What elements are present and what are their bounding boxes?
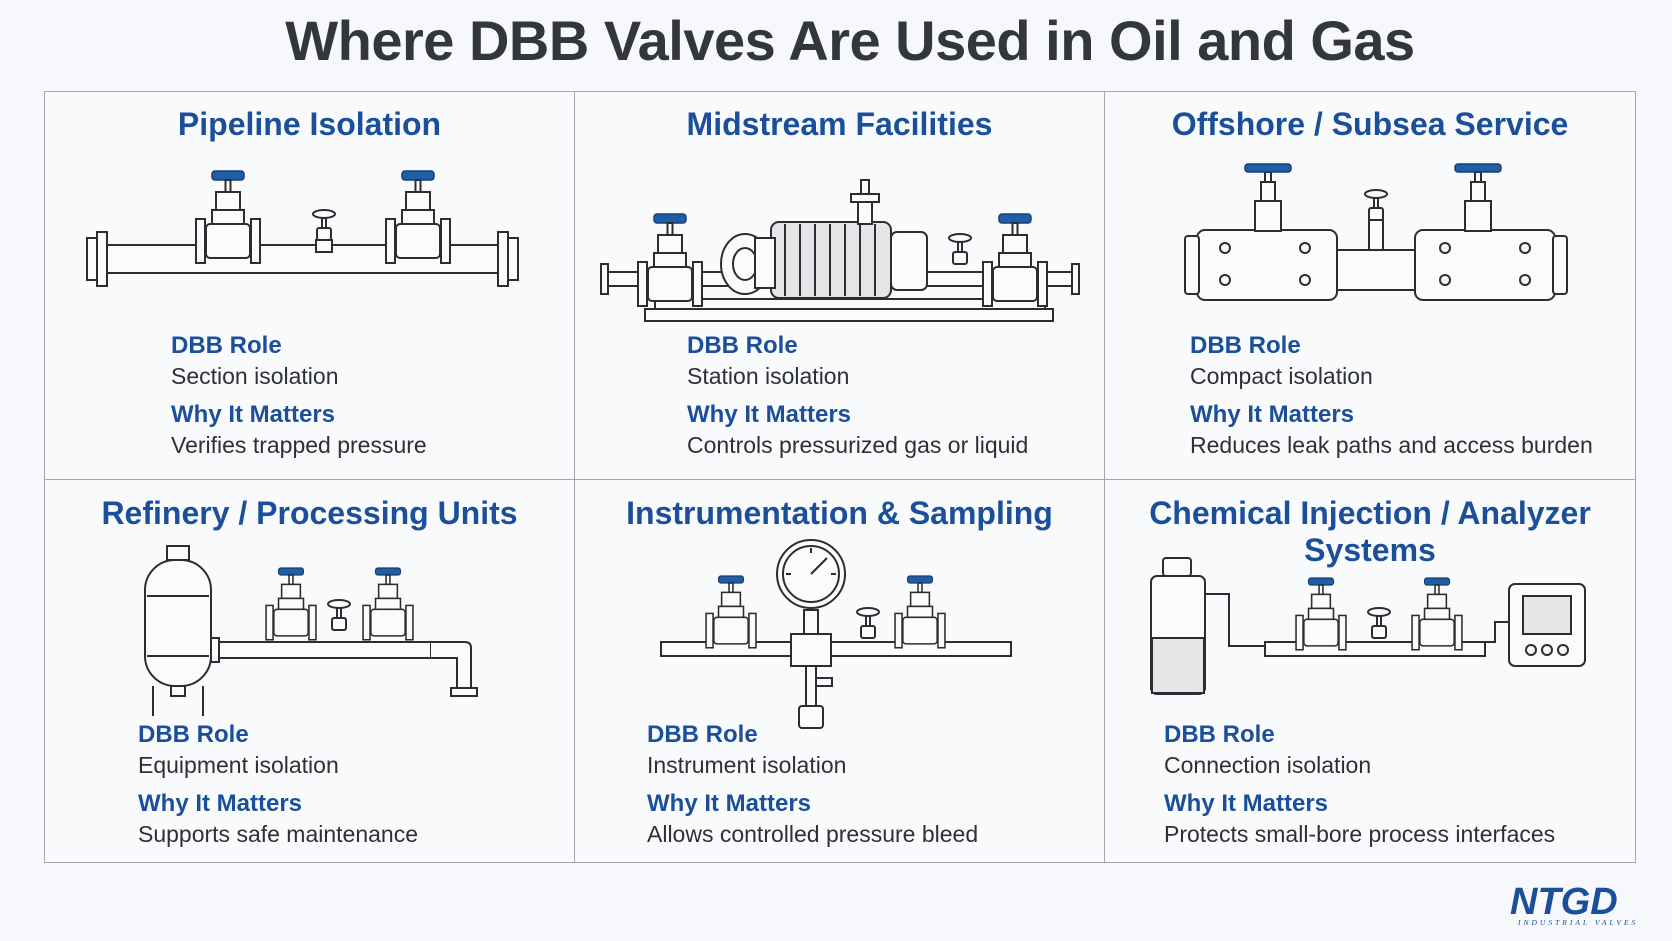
why-it-matters-value: Protects small-bore process interfaces (1164, 821, 1556, 847)
why-it-matters-value: Allows controlled pressure bleed (647, 821, 979, 847)
application-grid: Pipeline Isolation DBB Role Section isol… (44, 91, 1636, 863)
card-chemical-injection-analyzer: Chemical Injection / Analyzer Systems DB… (1105, 480, 1635, 862)
why-it-matters-label: Why It Matters (687, 401, 852, 428)
why-it-matters-label: Why It Matters (647, 790, 812, 817)
why-it-matters-label: Why It Matters (1164, 790, 1329, 817)
card-title: Midstream Facilities (686, 106, 993, 142)
why-it-matters-label: Why It Matters (171, 401, 336, 428)
dbb-role-value: Equipment isolation (138, 752, 339, 778)
card-info: DBB Role Connection isolation Why It Mat… (1164, 719, 1555, 850)
pipeline-isolation-illustration (86, 170, 519, 287)
dbb-role-label: DBB Role (687, 332, 798, 359)
card-offshore-subsea-service: Offshore / Subsea Service DBB Role Compa (1105, 92, 1635, 480)
card-info: DBB Role Section isolation Why It Matter… (171, 330, 427, 461)
why-it-matters-value: Supports safe maintenance (138, 821, 419, 847)
dbb-role-label: DBB Role (1190, 332, 1301, 359)
dbb-role-label: DBB Role (647, 721, 758, 748)
company-logo: NTGD INDUSTRIAL VALVES (1510, 881, 1638, 927)
chemical-injection-illustration (1150, 557, 1586, 695)
dbb-role-value: Compact isolation (1190, 363, 1373, 389)
dbb-role-value: Station isolation (687, 363, 850, 389)
refinery-processing-illustration (144, 545, 478, 716)
card-info: DBB Role Equipment isolation Why It Matt… (138, 719, 418, 850)
card-title: Instrumentation & Sampling (626, 495, 1053, 531)
logo-mark: NTGD (1510, 881, 1618, 923)
card-title: Offshore / Subsea Service (1171, 106, 1569, 142)
card-title: Chemical Injection / Analyzer Systems (1149, 495, 1591, 568)
card-info: DBB Role Instrument isolation Why It Mat… (647, 719, 978, 850)
card-instrumentation-sampling: Instrumentation & Sampling DBB Role Inst… (575, 480, 1105, 862)
offshore-subsea-illustration (1184, 163, 1568, 301)
why-it-matters-label: Why It Matters (1190, 401, 1355, 428)
dbb-role-label: DBB Role (138, 721, 249, 748)
instrumentation-sampling-illustration (660, 539, 1012, 729)
card-info: DBB Role Compact isolation Why It Matter… (1190, 330, 1593, 461)
dbb-role-label: DBB Role (1164, 721, 1275, 748)
card-title: Refinery / Processing Units (101, 495, 518, 531)
dbb-role-value: Instrument isolation (647, 752, 847, 778)
dbb-role-label: DBB Role (171, 332, 282, 359)
page-title: Where DBB Valves Are Used in Oil and Gas (285, 9, 1415, 72)
card-info: DBB Role Station isolation Why It Matter… (687, 330, 1028, 461)
midstream-facilities-illustration (600, 179, 1080, 322)
card-refinery-processing-units: Refinery / Processing Units DBB Role Equ… (45, 480, 575, 862)
card-midstream-facilities: Midstream Facilities (575, 92, 1105, 480)
logo-tagline: INDUSTRIAL VALVES (1517, 918, 1638, 927)
why-it-matters-value: Controls pressurized gas or liquid (687, 432, 1029, 458)
why-it-matters-value: Reduces leak paths and access burden (1190, 432, 1593, 458)
why-it-matters-label: Why It Matters (138, 790, 303, 817)
dbb-role-value: Section isolation (171, 363, 339, 389)
card-title: Pipeline Isolation (177, 106, 442, 142)
dbb-role-value: Connection isolation (1164, 752, 1372, 778)
card-pipeline-isolation: Pipeline Isolation DBB Role Section isol… (45, 92, 575, 480)
why-it-matters-value: Verifies trapped pressure (171, 432, 427, 458)
